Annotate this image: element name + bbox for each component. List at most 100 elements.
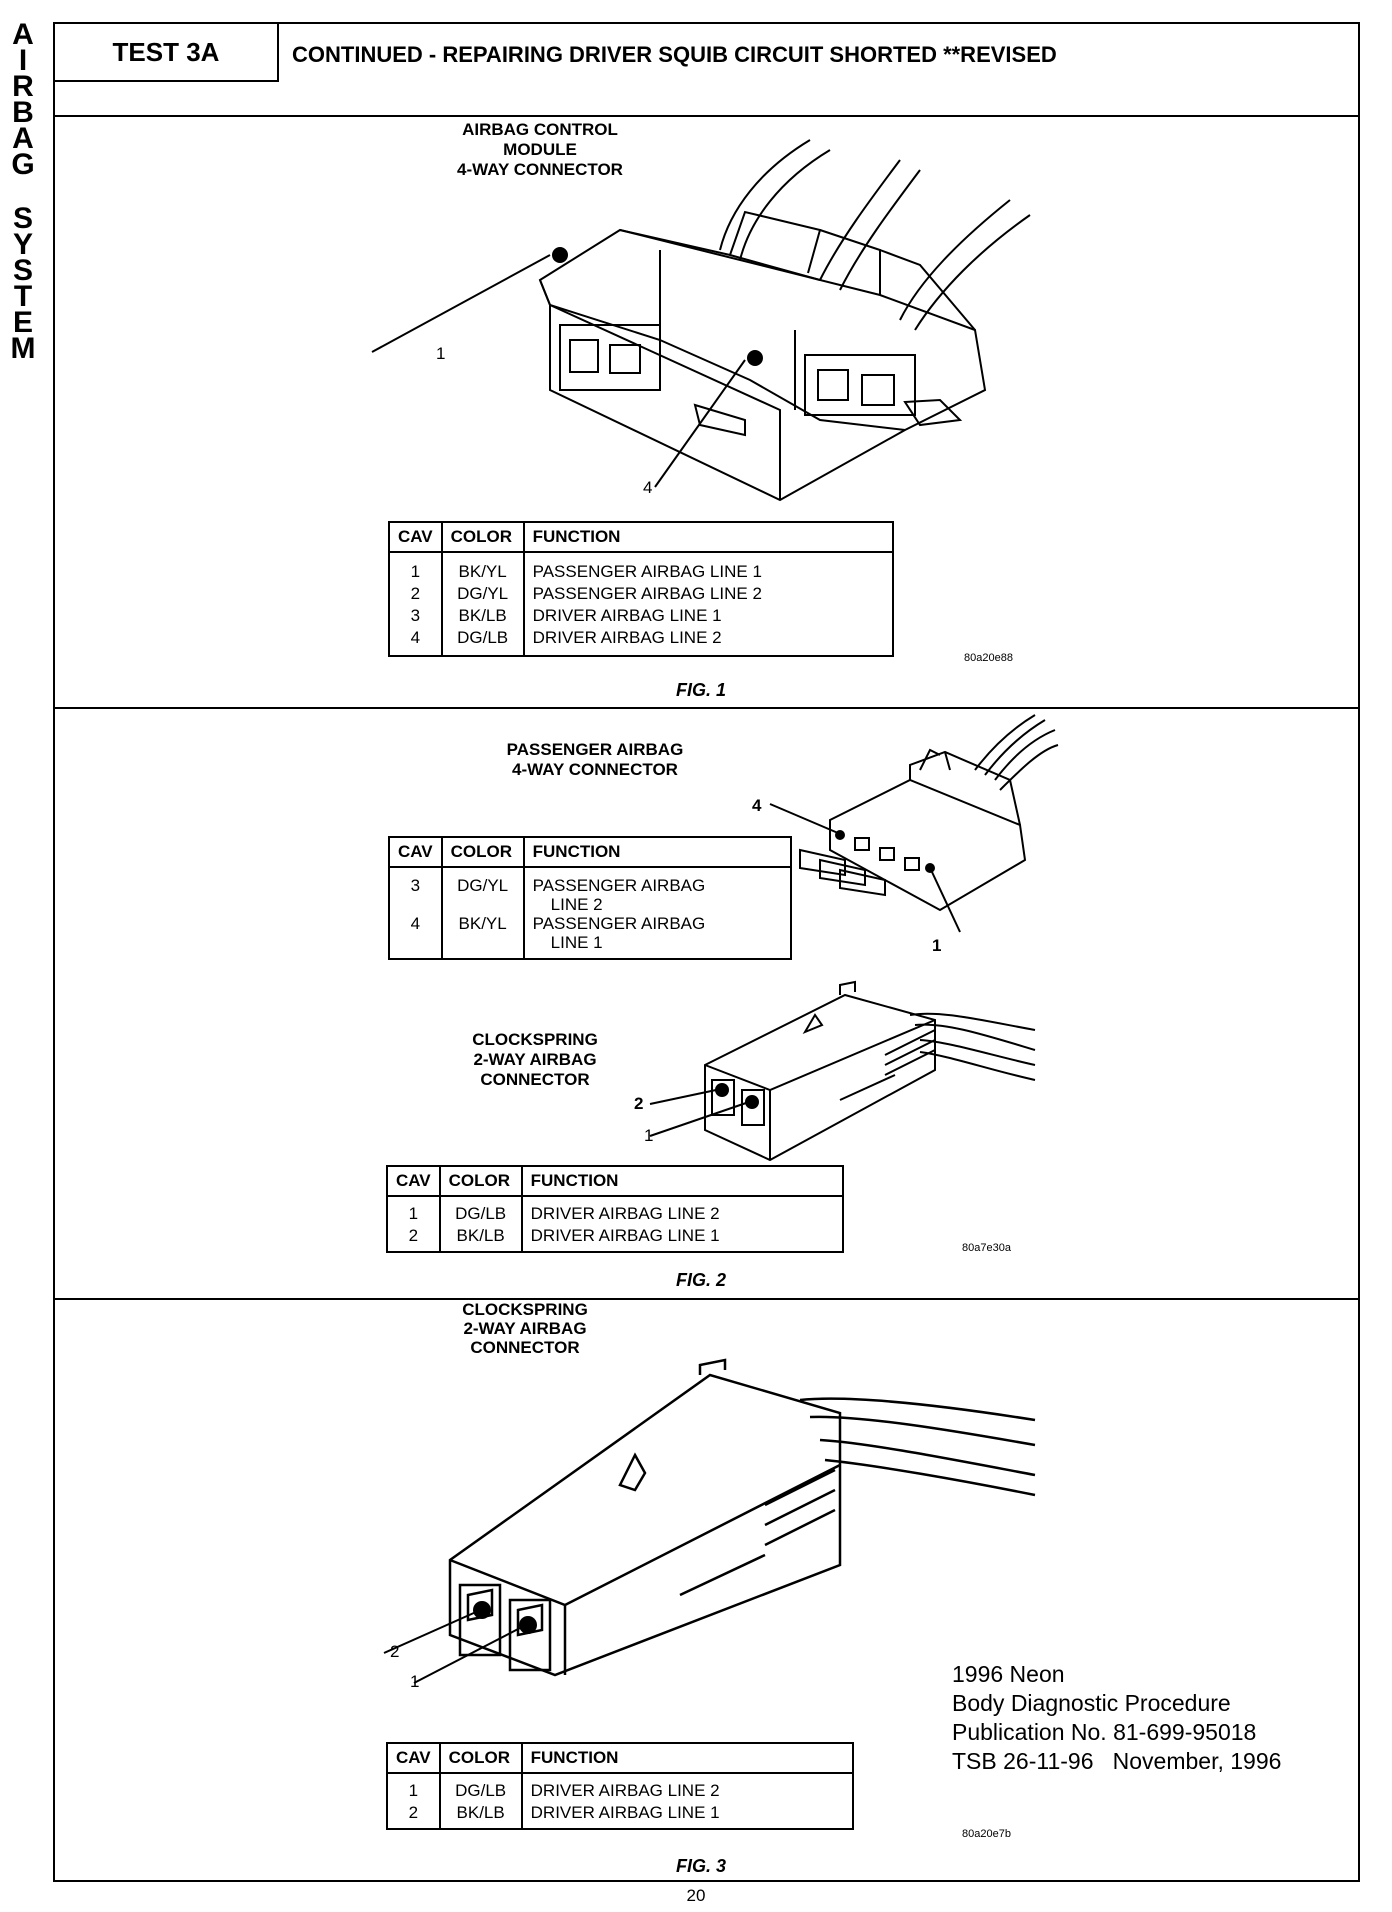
table-cell: BK/LB <box>458 606 507 625</box>
color-column: DG/LB BK/LB <box>438 1196 523 1252</box>
table-cell: DG/YL <box>457 584 509 603</box>
fig1-caption: AIRBAG CONTROL MODULE 4-WAY CONNECTOR <box>405 120 675 180</box>
fig1-cavity-table: CAV COLOR FUNCTION 1 2 3 4 BK/YL DG/YL B… <box>388 521 895 657</box>
caption-line: 4-WAY CONNECTOR <box>512 760 678 779</box>
table-cell: BK/YL <box>440 914 525 959</box>
fig2-top-callout-1: 1 <box>932 936 942 955</box>
table-cell: DRIVER AIRBAG LINE 1 <box>530 1803 720 1822</box>
table-cell: DRIVER AIRBAG LINE 1 <box>530 1226 720 1245</box>
passenger-airbag-connector-drawing <box>769 714 1059 933</box>
table-cell: PASSENGER AIRBAG LINE 1 <box>532 562 762 581</box>
note-line: Body Diagnostic Procedure <box>952 1690 1231 1716</box>
table-cell: PASSENGER AIRBAG LINE 2 <box>532 584 762 603</box>
color-column: BK/YL DG/YL BK/LB DG/LB <box>440 552 525 656</box>
note-line: TSB 26-11-96 November, 1996 <box>952 1748 1282 1774</box>
col-header-function: FUNCTION <box>520 1165 845 1197</box>
function-line: LINE 2 <box>550 895 603 914</box>
col-header-cav: CAV <box>386 1165 441 1197</box>
fig2-bottom-callout-2: 2 <box>634 1094 644 1113</box>
fig2-bottom-caption: CLOCKSPRING 2-WAY AIRBAG CONNECTOR <box>445 1030 625 1090</box>
side-tab-letter: Y <box>12 228 33 261</box>
cav-column: 1 2 <box>386 1196 441 1252</box>
function-column: PASSENGER AIRBAG LINE 1 PASSENGER AIRBAG… <box>522 552 895 656</box>
section-side-tab: A I R B A G S Y S T E M <box>2 20 44 364</box>
fig1-callout-4: 4 <box>643 478 653 497</box>
caption-line: PASSENGER AIRBAG <box>506 740 684 759</box>
table-cell: 1 <box>408 1781 419 1800</box>
caption-line: CONNECTOR <box>480 1070 590 1089</box>
col-header-color: COLOR <box>438 1165 523 1197</box>
figure-divider <box>53 707 1360 709</box>
side-tab-letter: R <box>12 70 34 103</box>
fig2-label: FIG. 2 <box>676 1270 727 1290</box>
table-cell: BK/LB <box>456 1803 505 1822</box>
clockspring-connector-large-drawing <box>383 1358 1036 1684</box>
function-line: LINE 1 <box>550 933 603 952</box>
table-row: 4 BK/YL PASSENGER AIRBAG LINE 1 <box>388 914 793 959</box>
cav-column: 1 2 3 4 <box>388 552 443 656</box>
side-tab-letter: S <box>12 254 33 287</box>
table-cell: 3 <box>410 606 421 625</box>
table-cell: BK/LB <box>456 1226 505 1245</box>
side-tab-letter: I <box>18 44 28 77</box>
table-cell: 2 <box>410 584 421 603</box>
table-cell: PASSENGER AIRBAG LINE 1 <box>522 914 793 959</box>
page-number: 20 <box>686 1886 706 1905</box>
side-tab-letter: S <box>12 202 33 235</box>
caption-line: AIRBAG CONTROL <box>462 120 618 139</box>
clockspring-connector-small-drawing <box>649 980 1036 1162</box>
test-id-box: TEST 3A <box>53 22 279 82</box>
color-column: DG/LB BK/LB <box>438 1773 523 1829</box>
table-cell: DG/YL <box>440 867 525 914</box>
fig1-drawing-code: 80a20e88 <box>964 652 1013 664</box>
side-tab-letter: E <box>12 306 33 339</box>
table-cell: 4 <box>388 914 443 959</box>
cav-column: 1 2 <box>386 1773 441 1829</box>
col-header-function: FUNCTION <box>520 1742 855 1774</box>
function-line: PASSENGER AIRBAG <box>532 914 706 933</box>
page-title: CONTINUED - REPAIRING DRIVER SQUIB CIRCU… <box>292 42 1057 67</box>
col-header-color: COLOR <box>440 521 525 553</box>
airbag-control-module-connector-drawing <box>371 139 1031 502</box>
fig2-clockspring-cavity-table: CAV COLOR FUNCTION 1 2 DG/LB BK/LB DRIVE… <box>386 1165 845 1253</box>
table-row: 3 DG/YL PASSENGER AIRBAG LINE 2 <box>388 867 793 914</box>
fig3-label: FIG. 3 <box>676 1856 727 1876</box>
col-header-function: FUNCTION <box>522 521 895 553</box>
caption-line: MODULE <box>503 140 577 159</box>
table-cell: DRIVER AIRBAG LINE 2 <box>532 628 722 647</box>
fig2-drawing-code: 80a7e30a <box>962 1242 1011 1254</box>
fig2-passenger-cavity-table: CAV COLOR FUNCTION 3 DG/YL PASSENGER AIR… <box>388 836 793 960</box>
table-cell: DG/LB <box>455 1204 507 1223</box>
fig3-callout-1: 1 <box>410 1672 420 1691</box>
figure-divider <box>53 1298 1360 1300</box>
function-column: DRIVER AIRBAG LINE 2 DRIVER AIRBAG LINE … <box>520 1196 845 1252</box>
side-tab-letter: G <box>11 148 35 181</box>
caption-line: 4-WAY CONNECTOR <box>457 160 623 179</box>
fig2-bottom-callout-1: 1 <box>644 1126 654 1145</box>
table-cell: 3 <box>388 867 443 914</box>
table-cell: 2 <box>408 1226 419 1245</box>
page-frame <box>53 22 1360 1882</box>
table-cell: DG/LB <box>455 1781 507 1800</box>
caption-line: CONNECTOR <box>470 1338 580 1357</box>
table-cell: 4 <box>410 628 421 647</box>
note-line: 1996 Neon <box>952 1661 1065 1687</box>
col-header-cav: CAV <box>388 521 443 553</box>
table-cell: BK/YL <box>458 562 507 581</box>
function-column: DRIVER AIRBAG LINE 2 DRIVER AIRBAG LINE … <box>520 1773 855 1829</box>
table-cell: 1 <box>410 562 421 581</box>
table-cell: DRIVER AIRBAG LINE 2 <box>530 1204 720 1223</box>
table-cell: 2 <box>408 1803 419 1822</box>
col-header-color: COLOR <box>440 836 525 868</box>
fig1-label: FIG. 1 <box>676 680 727 700</box>
fig1-callout-1: 1 <box>436 344 446 363</box>
fig3-caption: CLOCKSPRING 2-WAY AIRBAG CONNECTOR <box>430 1300 620 1357</box>
col-header-cav: CAV <box>388 836 443 868</box>
function-line: PASSENGER AIRBAG <box>532 876 706 895</box>
fig3-callout-2: 2 <box>390 1642 400 1661</box>
publication-note: 1996 Neon Body Diagnostic Procedure Publ… <box>952 1660 1281 1776</box>
col-header-function: FUNCTION <box>522 836 793 868</box>
table-cell: DG/LB <box>457 628 509 647</box>
fig2-top-callout-4: 4 <box>752 796 762 815</box>
table-cell: DRIVER AIRBAG LINE 2 <box>530 1781 720 1800</box>
